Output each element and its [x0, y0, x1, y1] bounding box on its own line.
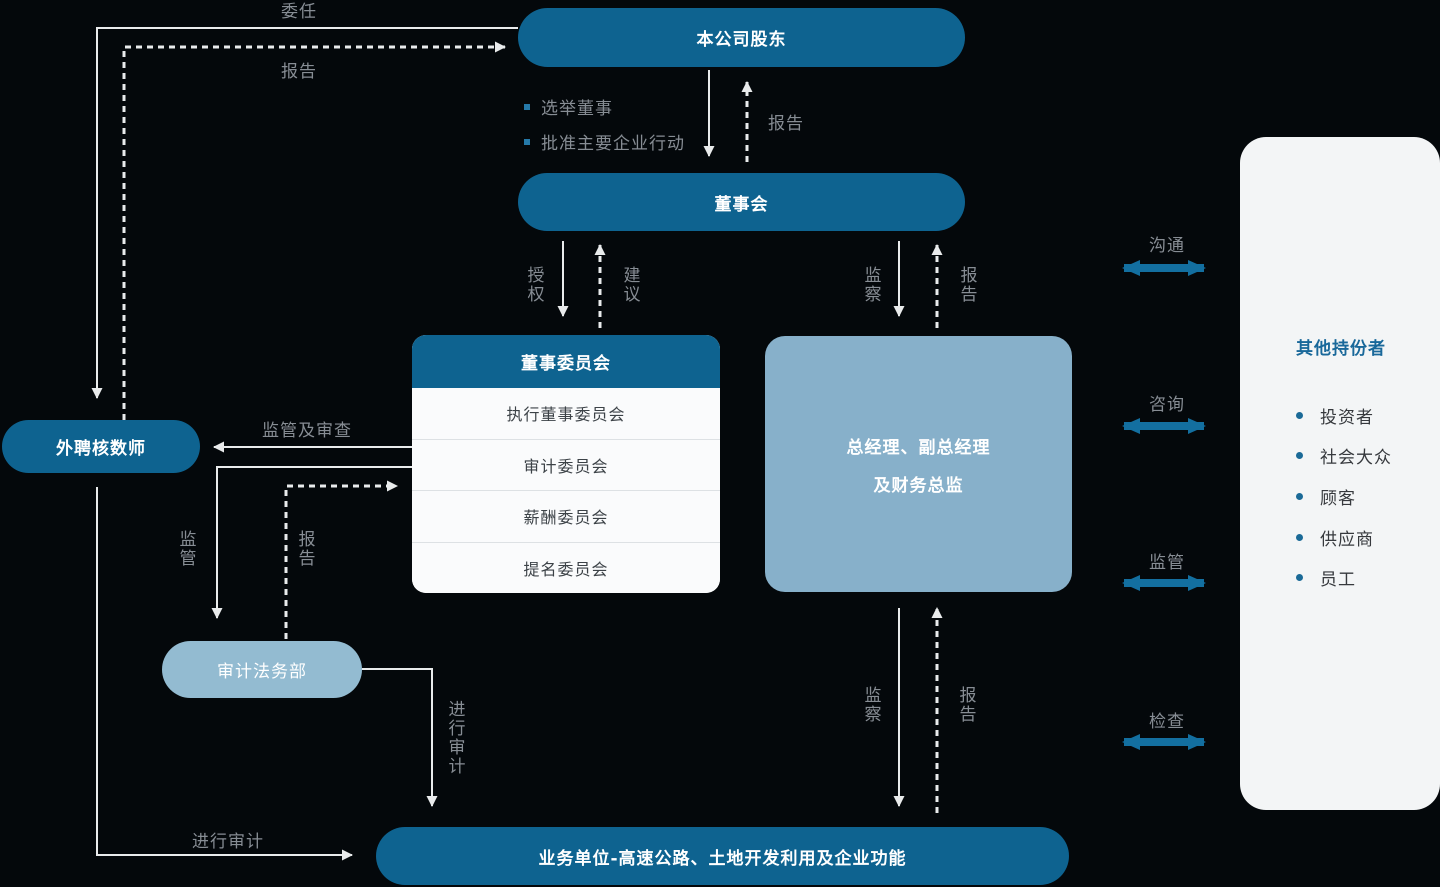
edge-label-monitor-lower: 监察 — [860, 686, 881, 724]
dept-to-business-arrow — [362, 668, 438, 807]
bullet-square-icon — [524, 103, 530, 110]
committees-header: 董事委员会 — [412, 335, 720, 388]
stakeholder-item-employees: 员工 — [1240, 557, 1440, 598]
edge-label-inspect: 检查 — [1149, 712, 1185, 732]
edge-label-authorize: 授权 — [523, 266, 544, 304]
committee-to-dept-arrow — [211, 466, 412, 619]
node-management: 总经理、副总经理 及财务总监 — [765, 336, 1072, 592]
management-label-line1: 总经理、副总经理 — [846, 437, 991, 458]
edge-label-conduct-audit-external: 进行审计 — [192, 832, 264, 852]
stakeholder-item-label: 顾客 — [1320, 488, 1356, 509]
stakeholder-item-investors: 投资者 — [1240, 395, 1440, 436]
shareholder-action-label: 批准主要企业行动 — [541, 134, 685, 154]
edge-label-oversee-and-review: 监管及审查 — [262, 421, 352, 441]
edge-label-dept-report: 报告 — [294, 530, 315, 568]
auditor-report-arrow — [122, 41, 506, 420]
external-auditor-label: 外聘核数师 — [56, 439, 146, 459]
edge-label-oversee-dept: 监管 — [175, 530, 196, 568]
bullet-square-icon — [524, 138, 530, 145]
edge-label-consult: 咨询 — [1149, 395, 1185, 415]
board-label: 董事会 — [714, 194, 769, 215]
stakeholder-item-label: 供应商 — [1320, 529, 1374, 550]
edge-label-conduct-audit-internal: 进行审计 — [444, 700, 465, 776]
audit-legal-dept-label: 审计法务部 — [217, 662, 307, 682]
bullet-dot-icon — [1296, 533, 1303, 541]
committee-row-executive: 执行董事委员会 — [412, 388, 720, 439]
shareholder-action-label: 选举董事 — [541, 99, 613, 119]
node-business-units: 业务单位-高速公路、土地开发利用及企业功能 — [376, 827, 1069, 885]
stakeholders-panel: 其他持份者 投资者 社会大众 顾客 供应商 员工 — [1240, 137, 1440, 810]
stakeholder-item-label: 投资者 — [1320, 407, 1374, 428]
node-shareholders: 本公司股东 — [518, 8, 965, 67]
bullet-dot-icon — [1296, 452, 1303, 460]
node-external-auditor: 外聘核数师 — [2, 420, 200, 473]
node-board: 董事会 — [518, 173, 965, 231]
edge-label-mgmt-report: 报告 — [956, 266, 977, 304]
edge-label-regulate: 监管 — [1149, 553, 1185, 573]
edge-label-board-report: 报告 — [768, 114, 804, 134]
shareholder-action-elect-directors: 选举董事 — [524, 94, 613, 119]
shareholder-action-approve-actions: 批准主要企业行动 — [524, 129, 685, 154]
management-label-line2: 及财务总监 — [873, 475, 964, 496]
edge-label-monitor-upper: 监察 — [860, 266, 881, 304]
bullet-dot-icon — [1296, 411, 1303, 419]
edge-label-appoint: 委任 — [281, 2, 317, 22]
stakeholder-item-suppliers: 供应商 — [1240, 517, 1440, 558]
appoint-arrow — [91, 27, 518, 399]
business-units-label: 业务单位-高速公路、土地开发利用及企业功能 — [538, 848, 907, 869]
stakeholders-title: 其他持份者 — [1296, 339, 1386, 359]
stakeholder-item-public: 社会大众 — [1240, 436, 1440, 477]
shareholders-label: 本公司股东 — [696, 30, 787, 50]
node-audit-legal-dept: 审计法务部 — [162, 641, 362, 698]
auditor-to-business-arrow — [96, 487, 353, 861]
stakeholder-item-label: 社会大众 — [1320, 448, 1392, 469]
bullet-dot-icon — [1296, 574, 1303, 582]
edge-label-advise: 建议 — [619, 266, 640, 304]
committee-row-nomination: 提名委员会 — [412, 541, 720, 593]
committees-panel: 董事委员会 执行董事委员会 审计委员会 薪酬委员会 提名委员会 — [412, 335, 720, 593]
committee-row-audit: 审计委员会 — [412, 438, 720, 490]
edge-label-communicate: 沟通 — [1149, 236, 1185, 256]
bullet-dot-icon — [1296, 492, 1303, 500]
committee-row-remuneration: 薪酬委员会 — [412, 490, 720, 542]
edge-label-auditor-report: 报告 — [281, 62, 317, 82]
stakeholder-item-label: 员工 — [1320, 570, 1356, 591]
stakeholders-list: 投资者 社会大众 顾客 供应商 员工 — [1240, 395, 1440, 598]
stakeholder-item-customers: 顾客 — [1240, 476, 1440, 517]
edge-label-bu-report: 报告 — [955, 686, 976, 724]
